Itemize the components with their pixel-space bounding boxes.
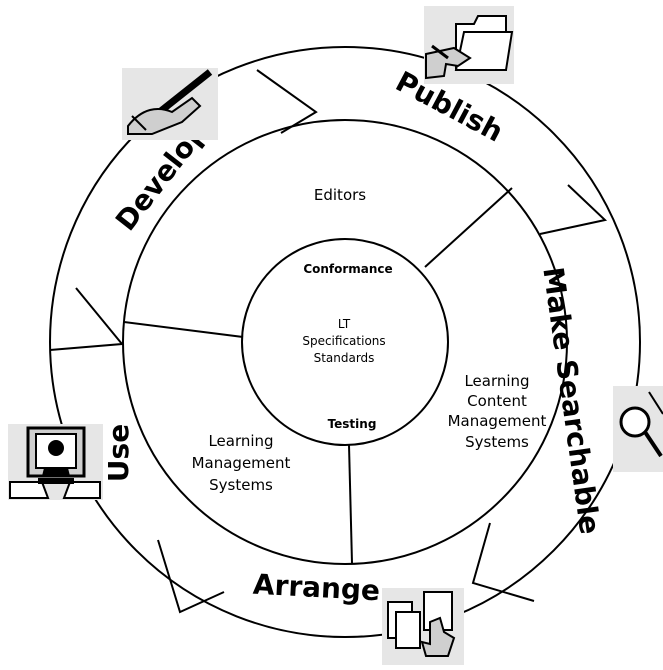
- svg-text:Standards: Standards: [314, 351, 375, 365]
- svg-text:Management: Management: [448, 412, 547, 430]
- svg-text:Content: Content: [467, 392, 527, 410]
- svg-text:Learning: Learning: [464, 372, 529, 390]
- hub-center-text: LT Specifications Standards: [302, 317, 385, 365]
- middle-circle: [122, 119, 568, 565]
- segment-label-editors: Editors: [314, 186, 366, 204]
- stage-label-use: Use: [102, 424, 135, 482]
- segment-label-lcms: Learning Content Management Systems: [448, 372, 547, 451]
- cycle-arrow-arrange-use: [157, 539, 225, 614]
- stage-label-arrange: Arrange: [252, 568, 381, 608]
- hub-circle: [241, 238, 449, 446]
- svg-text:LT: LT: [338, 317, 351, 331]
- svg-text:Specifications: Specifications: [302, 334, 385, 348]
- magnifying-glass-icon: [613, 386, 663, 472]
- svg-text:Learning: Learning: [208, 432, 273, 450]
- divider-editors-lcms: [424, 187, 513, 268]
- svg-text:Management: Management: [192, 454, 291, 472]
- hand-writing-pen-icon: [122, 68, 218, 140]
- person-at-computer-icon: [8, 424, 103, 500]
- segment-label-lms: Learning Management Systems: [192, 432, 291, 494]
- divider-lms-lcms: [348, 444, 353, 564]
- cycle-arrow-develop-publish: [256, 69, 318, 134]
- svg-text:Systems: Systems: [209, 476, 273, 494]
- hub-label-testing: Testing: [328, 417, 377, 431]
- outer-ring: [49, 46, 641, 638]
- divider-editors-lms: [123, 321, 244, 338]
- hub-label-conformance: Conformance: [303, 262, 392, 276]
- cycle-arrow-use-develop: [49, 287, 124, 351]
- hand-with-folder-icon: [424, 6, 514, 84]
- cycle-arrow-publish-searchable: [539, 184, 608, 235]
- svg-text:Systems: Systems: [465, 433, 529, 451]
- hand-arranging-documents-icon: [382, 588, 464, 665]
- cycle-arrow-searchable-arrange: [471, 522, 535, 602]
- stage-label-make-searchable: Make Searchable: [536, 265, 606, 536]
